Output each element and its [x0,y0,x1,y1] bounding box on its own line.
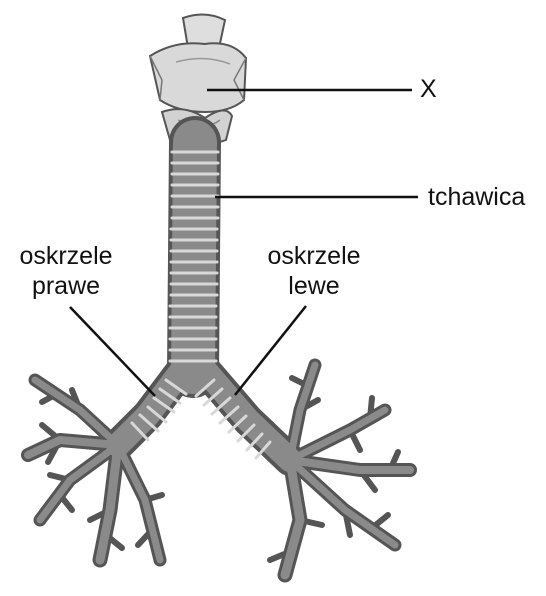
label-oskrzele-prawe-line1: oskrzele [6,241,126,271]
label-oskrzele-lewe: oskrzele lewe [254,241,374,301]
label-oskrzele-prawe-line2: prawe [6,271,126,301]
label-oskrzele-lewe-line2: lewe [254,271,374,301]
leader-line-oskrzele-prawe [70,307,155,396]
label-oskrzele-lewe-line1: oskrzele [254,241,374,271]
label-x: X [420,74,437,104]
airway-tree [28,142,410,575]
label-tchawica: tchawica [428,182,525,212]
label-oskrzele-prawe: oskrzele prawe [6,241,126,301]
